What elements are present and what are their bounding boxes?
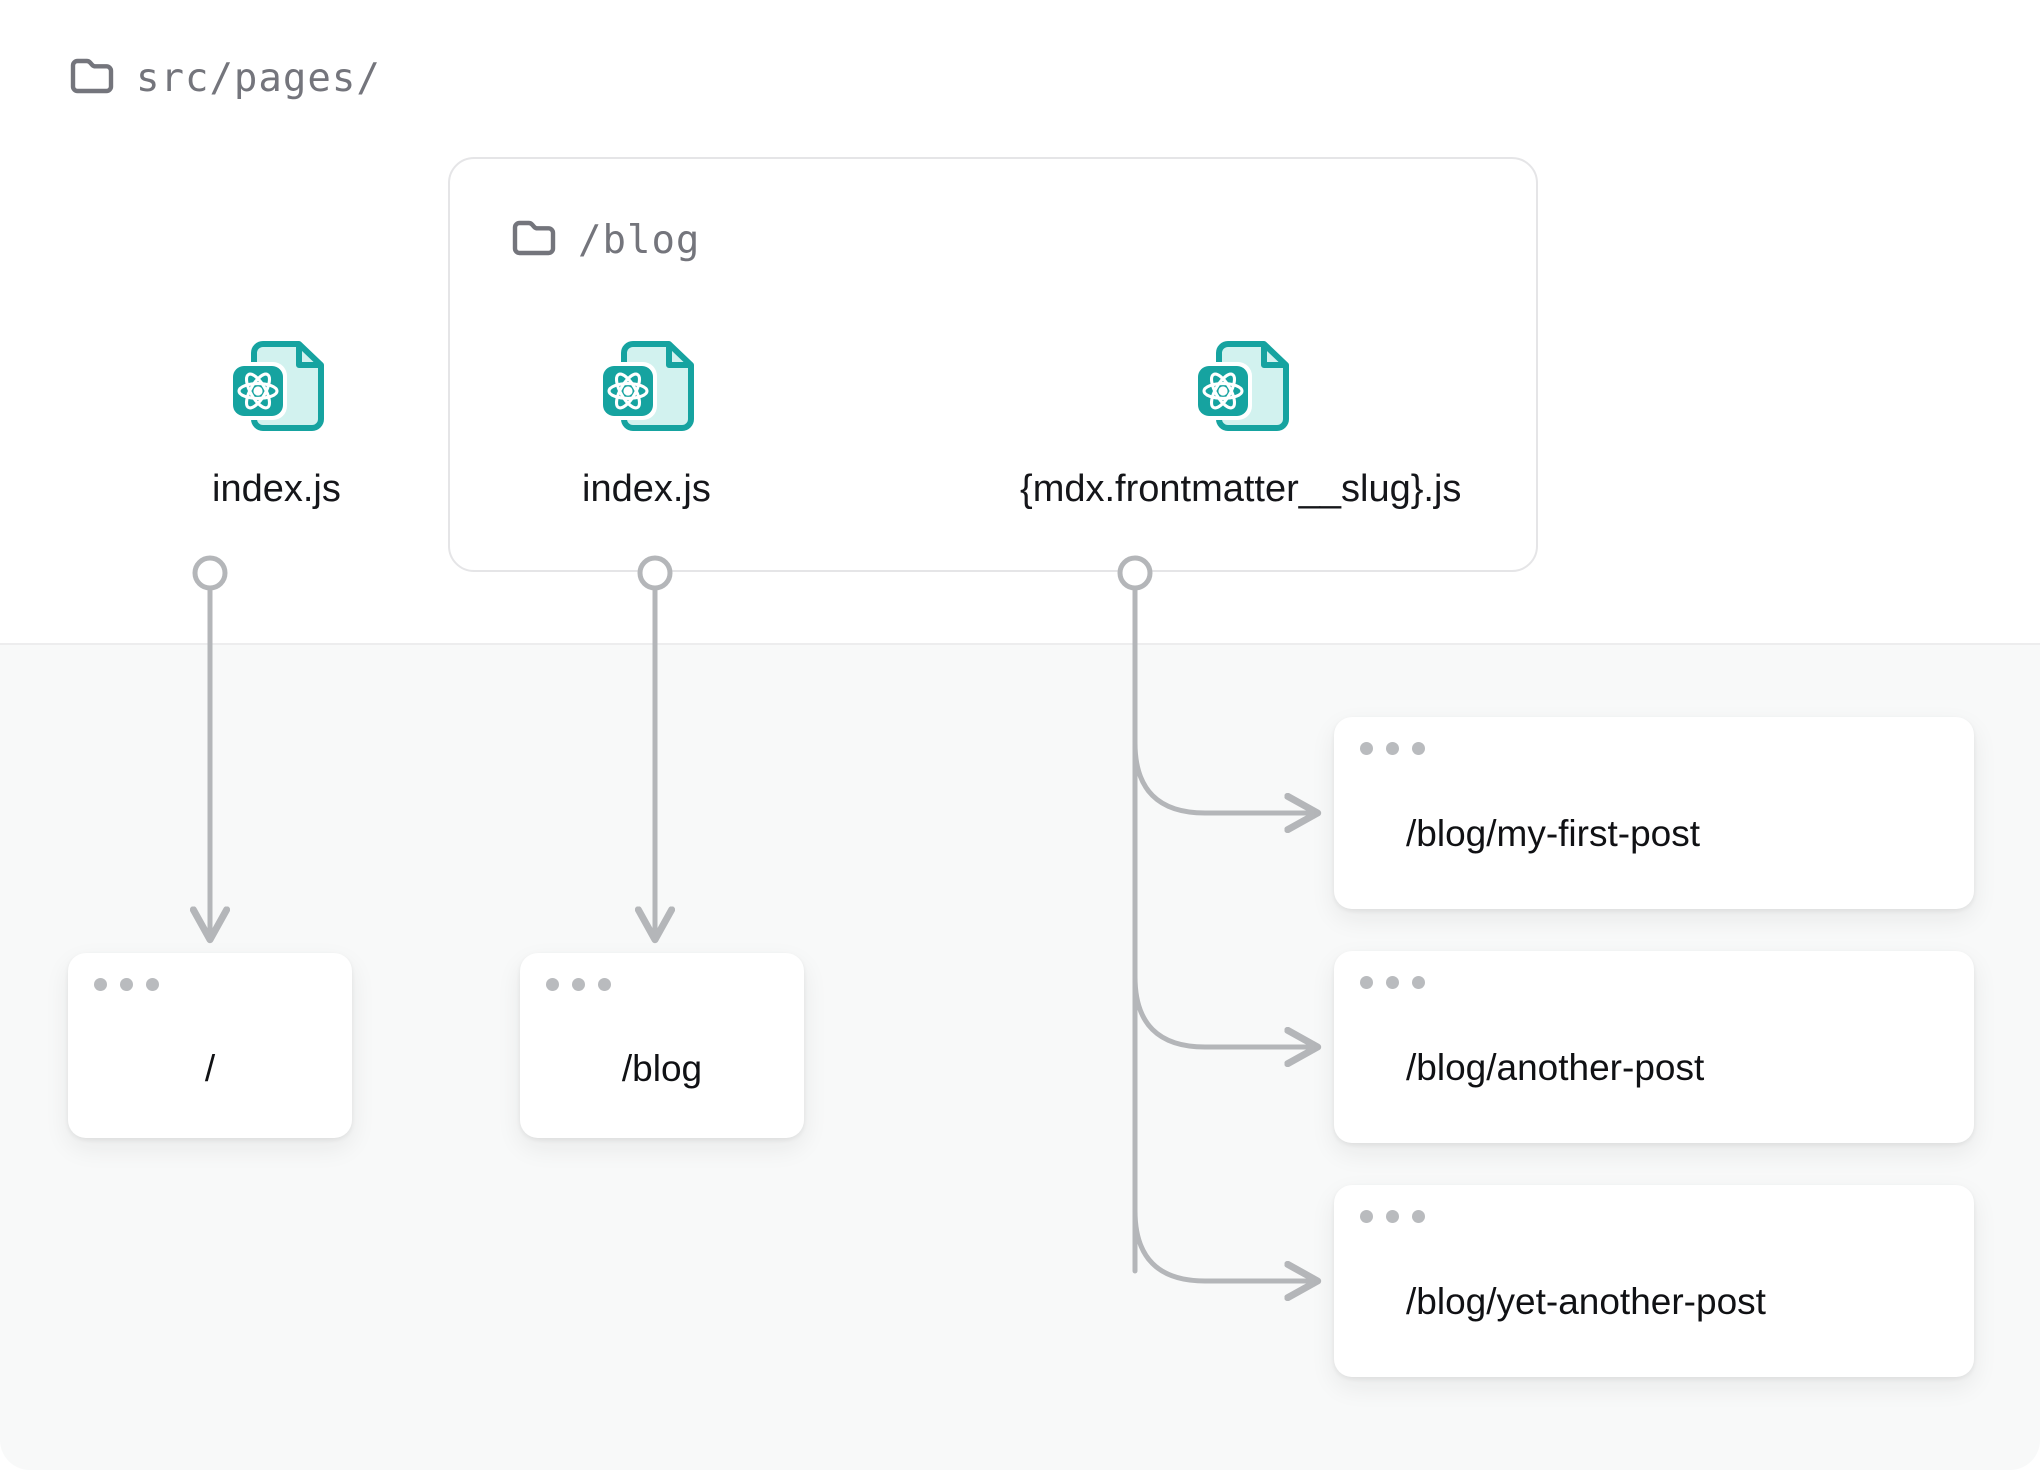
react-file-icon: [1182, 330, 1300, 445]
route-card-yet-another-post[interactable]: /blog/yet-another-post: [1334, 1185, 1974, 1377]
window-dots-icon: [1360, 976, 1425, 989]
route-card-my-first-post[interactable]: /blog/my-first-post: [1334, 717, 1974, 909]
file-name: index.js: [582, 468, 711, 510]
folder-icon: [70, 58, 114, 99]
route-card-blog[interactable]: /blog: [520, 953, 804, 1138]
file-node-root-index[interactable]: index.js: [212, 330, 341, 511]
window-dots-icon: [546, 978, 611, 991]
react-file-icon: [587, 330, 705, 445]
window-dots-icon: [1360, 1210, 1425, 1223]
route-url: /blog: [621, 1048, 703, 1089]
folder-icon: [512, 220, 556, 261]
file-node-blog-slug[interactable]: {mdx.frontmatter__slug}.js: [1020, 330, 1461, 511]
file-node-blog-index[interactable]: index.js: [582, 330, 711, 511]
blog-folder-path: /blog: [578, 218, 701, 263]
route-url: /blog/my-first-post: [1406, 813, 1701, 854]
route-card-root[interactable]: /: [68, 953, 352, 1138]
blog-folder-label: /blog: [512, 220, 700, 261]
route-card-another-post[interactable]: /blog/another-post: [1334, 951, 1974, 1143]
file-name: index.js: [212, 468, 341, 510]
route-url: /blog/yet-another-post: [1406, 1281, 1766, 1322]
route-url: /: [204, 1048, 216, 1089]
root-folder-label: src/pages/: [70, 58, 381, 99]
route-url: /blog/another-post: [1406, 1047, 1705, 1088]
window-dots-icon: [1360, 742, 1425, 755]
window-dots-icon: [94, 978, 159, 991]
root-folder-path: src/pages/: [136, 56, 381, 101]
react-file-icon: [217, 330, 335, 445]
file-name: {mdx.frontmatter__slug}.js: [1020, 468, 1462, 510]
